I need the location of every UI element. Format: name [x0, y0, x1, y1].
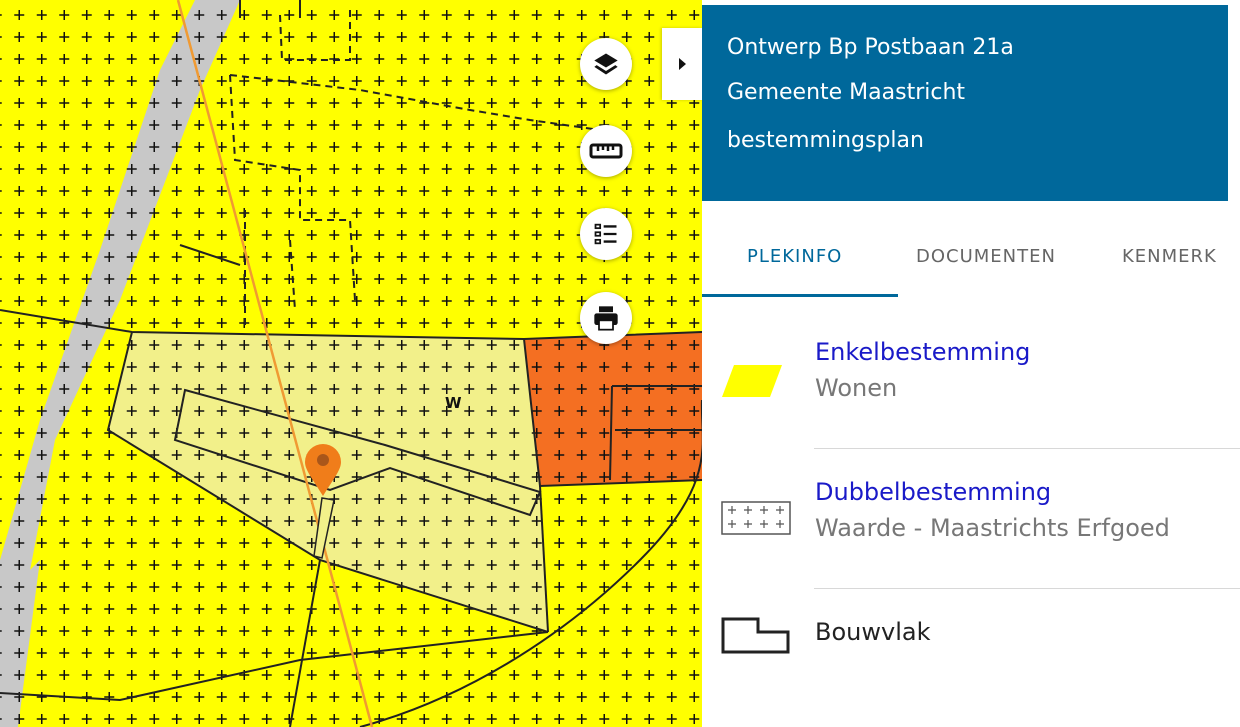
legend-divider: [814, 588, 1240, 589]
legend-title[interactable]: Dubbelbestemming: [815, 478, 1052, 506]
heritage-crosshatch-overlay: [0, 0, 702, 727]
plan-title: Ontwerp Bp Postbaan 21a: [727, 35, 1014, 60]
sidebar-tabs: PLEKINFO DOCUMENTEN KENMERK: [702, 224, 1240, 298]
legend-item-bouwvlak: Bouwvlak: [702, 608, 1240, 688]
parcel-boundaries: [0, 0, 702, 727]
tab-plekinfo[interactable]: PLEKINFO: [747, 246, 843, 267]
legend-subtitle: Waarde - Maastrichts Erfgoed: [815, 514, 1170, 542]
plan-header: Ontwerp Bp Postbaan 21a Gemeente Maastri…: [702, 5, 1228, 201]
collapse-panel-button[interactable]: [662, 28, 702, 100]
plan-type: bestemmingsplan: [727, 128, 924, 153]
legend-subtitle: Wonen: [815, 374, 898, 402]
legend-button[interactable]: [580, 208, 632, 260]
plan-municipality: Gemeente Maastricht: [727, 80, 966, 105]
active-tab-indicator: [702, 294, 898, 297]
layers-icon: [594, 53, 618, 75]
legend-divider: [814, 448, 1240, 449]
building-outline-swatch-icon: [721, 617, 790, 654]
map-view[interactable]: W: [0, 0, 702, 727]
pipeline-line: [176, 0, 374, 727]
legend-title: Bouwvlak: [815, 618, 931, 646]
zone-label: W: [445, 394, 462, 412]
location-marker[interactable]: [305, 444, 341, 496]
ruler-icon: [589, 143, 623, 159]
map-canvas[interactable]: [0, 0, 702, 727]
legend-title[interactable]: Enkelbestemming: [815, 338, 1031, 366]
printer-icon: [594, 306, 618, 331]
caret-right-icon: [679, 58, 686, 70]
cross-hatch-swatch-icon: [721, 501, 791, 535]
list-icon: [594, 223, 617, 245]
measure-button[interactable]: [580, 125, 632, 177]
info-sidebar: Ontwerp Bp Postbaan 21a Gemeente Maastri…: [702, 0, 1240, 727]
dashed-boundaries: [229, 5, 601, 330]
tab-documenten[interactable]: DOCUMENTEN: [916, 246, 1056, 267]
legend-item-enkelbestemming: Enkelbestemming Wonen: [702, 330, 1240, 448]
print-button[interactable]: [580, 292, 632, 344]
layers-button[interactable]: [580, 38, 632, 90]
legend-item-dubbelbestemming: Dubbelbestemming Waarde - Maastrichts Er…: [702, 470, 1240, 588]
yellow-parallelogram-swatch-icon: [722, 365, 782, 397]
tab-kenmerk[interactable]: KENMERK: [1122, 246, 1217, 267]
